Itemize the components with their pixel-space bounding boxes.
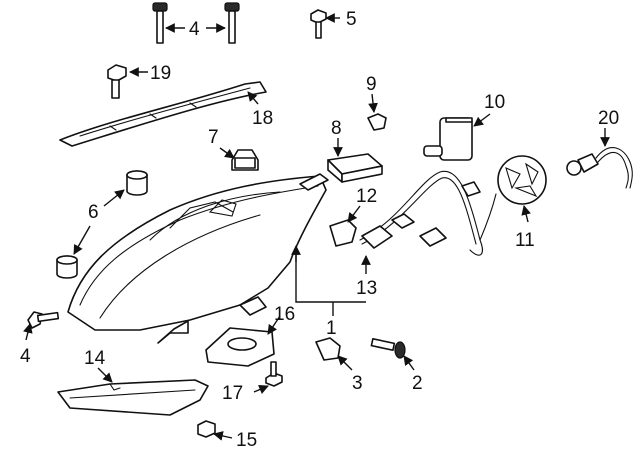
callout-labels: 1 2 3 4 4 5 6 7 8 9 10 11 12 13 14 15 16… [20,9,619,451]
callout-13: 13 [356,278,377,299]
callout-2: 2 [412,373,423,394]
trim-strip-part-18 [59,81,267,147]
callout-4-top: 4 [189,19,200,40]
socket-part-7 [231,149,259,171]
callout-17: 17 [222,383,243,404]
callout-1: 1 [326,318,337,339]
callout-4-left: 4 [20,346,31,367]
cap-part-11 [497,155,547,205]
callout-14: 14 [84,348,106,369]
clip-part-3 [315,337,341,361]
callout-10: 10 [484,92,505,113]
callout-8: 8 [331,118,342,139]
plug-part-6 [56,170,148,279]
cover-part-16 [205,327,275,367]
socket-wire-part-20 [566,147,633,189]
control-module-part-8 [327,153,383,183]
bolt-part-2 [370,337,406,359]
bolt-part-19 [107,64,127,99]
callout-18: 18 [252,108,273,129]
bolt-pair-top-part [152,2,240,44]
callout-6: 6 [88,202,99,223]
wiring-harness-part-13 [359,170,497,256]
leader-lines [23,13,610,441]
callout-11: 11 [515,230,535,251]
callout-16: 16 [274,304,295,325]
callout-3: 3 [352,373,363,394]
screw-part-17 [265,361,283,387]
bulb-part-10 [423,117,473,161]
callout-9: 9 [366,74,377,95]
callout-5: 5 [346,9,357,30]
lower-trim-part-14 [57,379,209,416]
socket-part-12 [329,219,357,247]
bolt-part-4-left [27,311,60,329]
callout-20: 20 [598,108,619,129]
bulb-part-9 [367,113,387,131]
callout-7: 7 [208,127,219,148]
callout-15: 15 [236,430,257,451]
callout-19: 19 [150,63,171,84]
screw-part-5 [310,9,327,39]
bolt-part-15 [197,420,216,438]
callout-12: 12 [356,186,377,207]
